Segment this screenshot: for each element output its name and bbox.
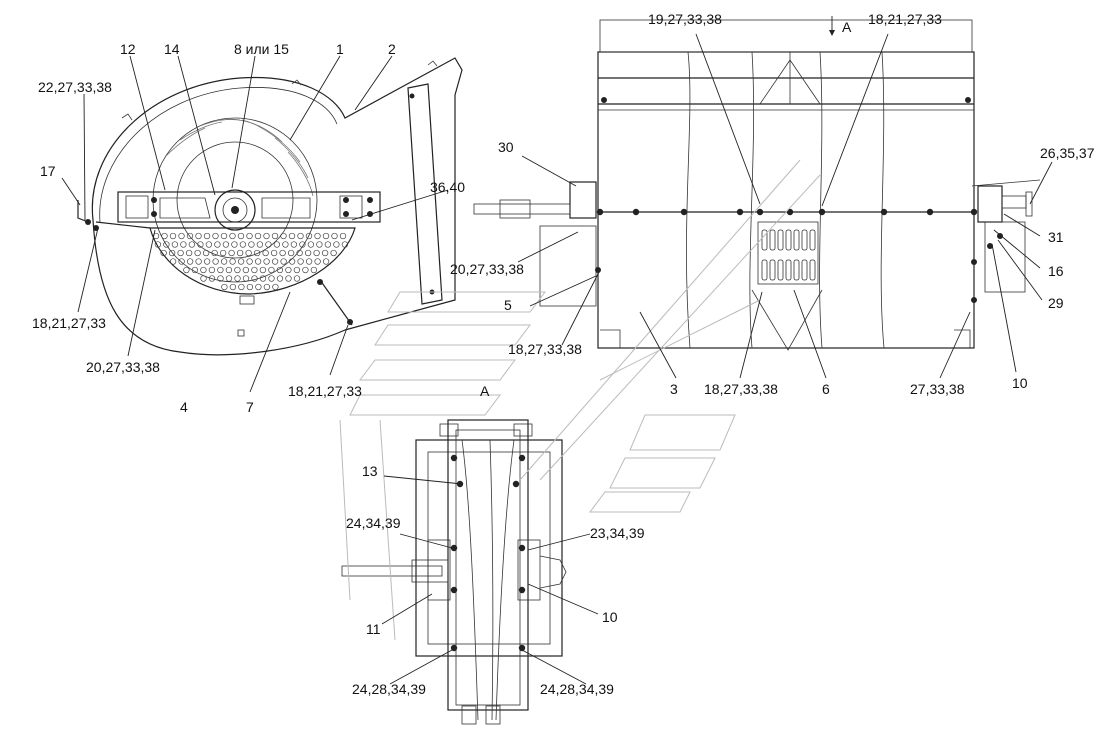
- view-a: [341, 419, 567, 725]
- label-1: 1: [336, 41, 344, 57]
- screen-holes: [152, 232, 349, 291]
- label-4: 4: [180, 399, 188, 415]
- right-guard: [984, 221, 1026, 293]
- label-7: 7: [246, 399, 254, 415]
- label-10b: 10: [602, 609, 618, 625]
- label-3: 3: [670, 381, 678, 397]
- center-grille: [757, 221, 819, 285]
- drive-shaft: [473, 203, 571, 215]
- fan-hub: [214, 189, 256, 231]
- label-2: 2: [388, 41, 396, 57]
- label-36: 36,40: [430, 179, 465, 195]
- fan-housing-view: [77, 57, 463, 356]
- perforated-screen: [149, 227, 356, 295]
- label-24c: 24,28,34,39: [540, 681, 614, 697]
- label-8-15: 8 или 15: [234, 41, 289, 57]
- part-labels: 12 14 8 или 15 1 2 22,27,33,38 17 36,40 …: [32, 11, 1095, 697]
- label-31: 31: [1048, 229, 1064, 245]
- label-18d: 18,27,33,38: [508, 341, 582, 357]
- label-13: 13: [362, 463, 378, 479]
- front-view: [473, 19, 1041, 351]
- label-11: 11: [366, 621, 381, 637]
- label-23: 23,34,39: [590, 525, 645, 541]
- label-18c: 18,21,27,33: [868, 11, 942, 27]
- label-24a: 24,34,39: [346, 515, 401, 531]
- label-24b: 24,28,34,39: [352, 681, 426, 697]
- label-20a: 20,27,33,38: [86, 359, 160, 375]
- label-22: 22,27,33,38: [38, 79, 112, 95]
- label-27: 27,33,38: [910, 381, 965, 397]
- view-a-shaft: [341, 565, 443, 577]
- view-a-frame: [415, 439, 563, 657]
- label-5: 5: [504, 297, 512, 313]
- right-bearing: [977, 185, 1003, 223]
- leader-lines: [61, 33, 1053, 685]
- left-bearing: [569, 181, 597, 219]
- view-a-marker: A: [480, 383, 490, 399]
- watermark-pattern: [339, 159, 821, 641]
- label-6: 6: [822, 381, 830, 397]
- fan-wheel: [152, 117, 318, 283]
- label-18e: 18,27,33,38: [704, 381, 778, 397]
- label-10a: 10: [1012, 375, 1028, 391]
- label-12: 12: [120, 41, 136, 57]
- bearing-bracket: [117, 191, 381, 223]
- cover-panel: [407, 83, 443, 305]
- scroll-housing: [91, 57, 463, 356]
- view-marker-top: A: [842, 19, 852, 35]
- label-30: 30: [498, 139, 514, 155]
- label-20b: 20,27,33,38: [450, 261, 524, 277]
- left-guard: [539, 225, 597, 307]
- label-16: 16: [1048, 263, 1064, 279]
- label-19: 19,27,33,38: [648, 11, 722, 27]
- label-14: 14: [164, 41, 180, 57]
- label-18a: 18,21,27,33: [32, 315, 106, 331]
- label-17: 17: [40, 163, 56, 179]
- label-18b: 18,21,27,33: [288, 383, 362, 399]
- label-26: 26,35,37: [1040, 145, 1095, 161]
- label-29: 29: [1048, 295, 1064, 311]
- front-frame: [597, 51, 975, 349]
